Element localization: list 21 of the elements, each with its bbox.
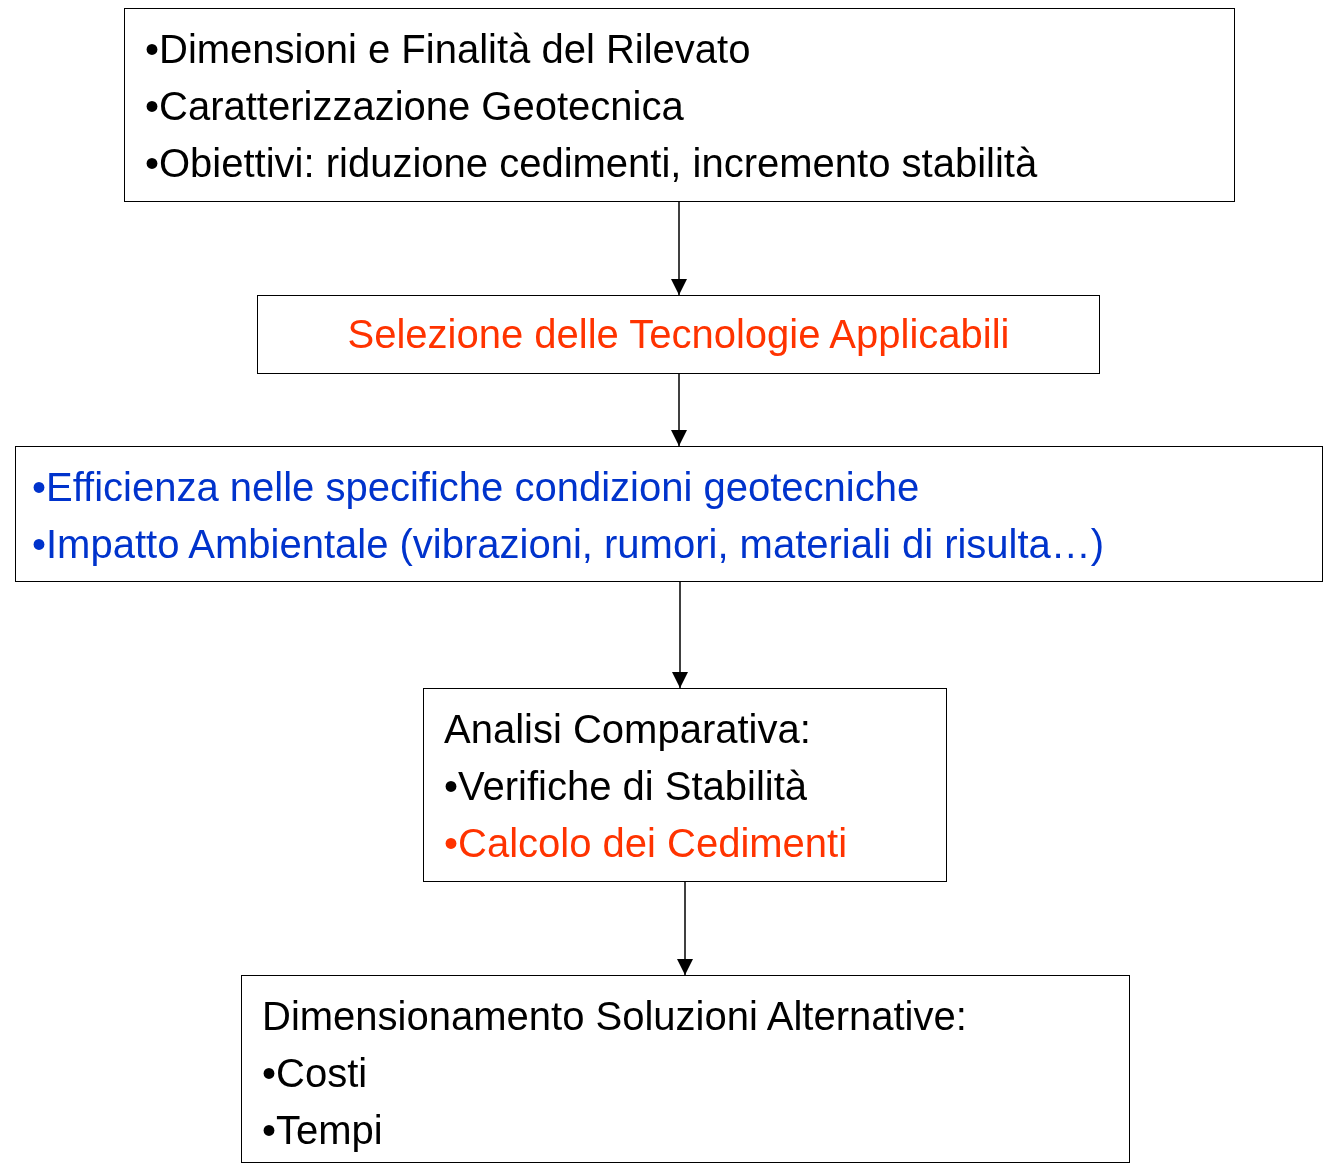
process-box [124, 8, 1235, 202]
box-text: •Tempi [262, 1107, 383, 1154]
process-box [241, 975, 1130, 1163]
box-text: •Verifiche di Stabilità [444, 763, 808, 810]
box-text: •Impatto Ambientale (vibrazioni, rumori, materiali di risulta…) [32, 521, 1105, 568]
arrow [672, 581, 688, 689]
arrow [671, 373, 687, 447]
process-box [423, 688, 947, 882]
box-text: •Caratterizzazione Geotecnica [145, 83, 684, 130]
box-text: •Dimensioni e Finalità del Rilevato [145, 26, 751, 73]
box-text: Dimensionamento Soluzioni Alternative: [262, 993, 967, 1040]
box-text: •Obiettivi: riduzione cedimenti, incremento stabilità [145, 140, 1038, 187]
box-text: Selezione delle Tecnologie Applicabili [347, 311, 1010, 358]
box-text: •Efficienza nelle specifiche condizioni geotecniche [32, 464, 920, 511]
box-text: •Calcolo dei Cedimenti [444, 820, 848, 867]
process-box [257, 295, 1100, 374]
box-text: Analisi Comparativa: [444, 706, 811, 753]
arrow [671, 201, 687, 296]
process-box [15, 446, 1323, 582]
box-text: •Costi [262, 1050, 368, 1097]
arrow [677, 881, 693, 976]
